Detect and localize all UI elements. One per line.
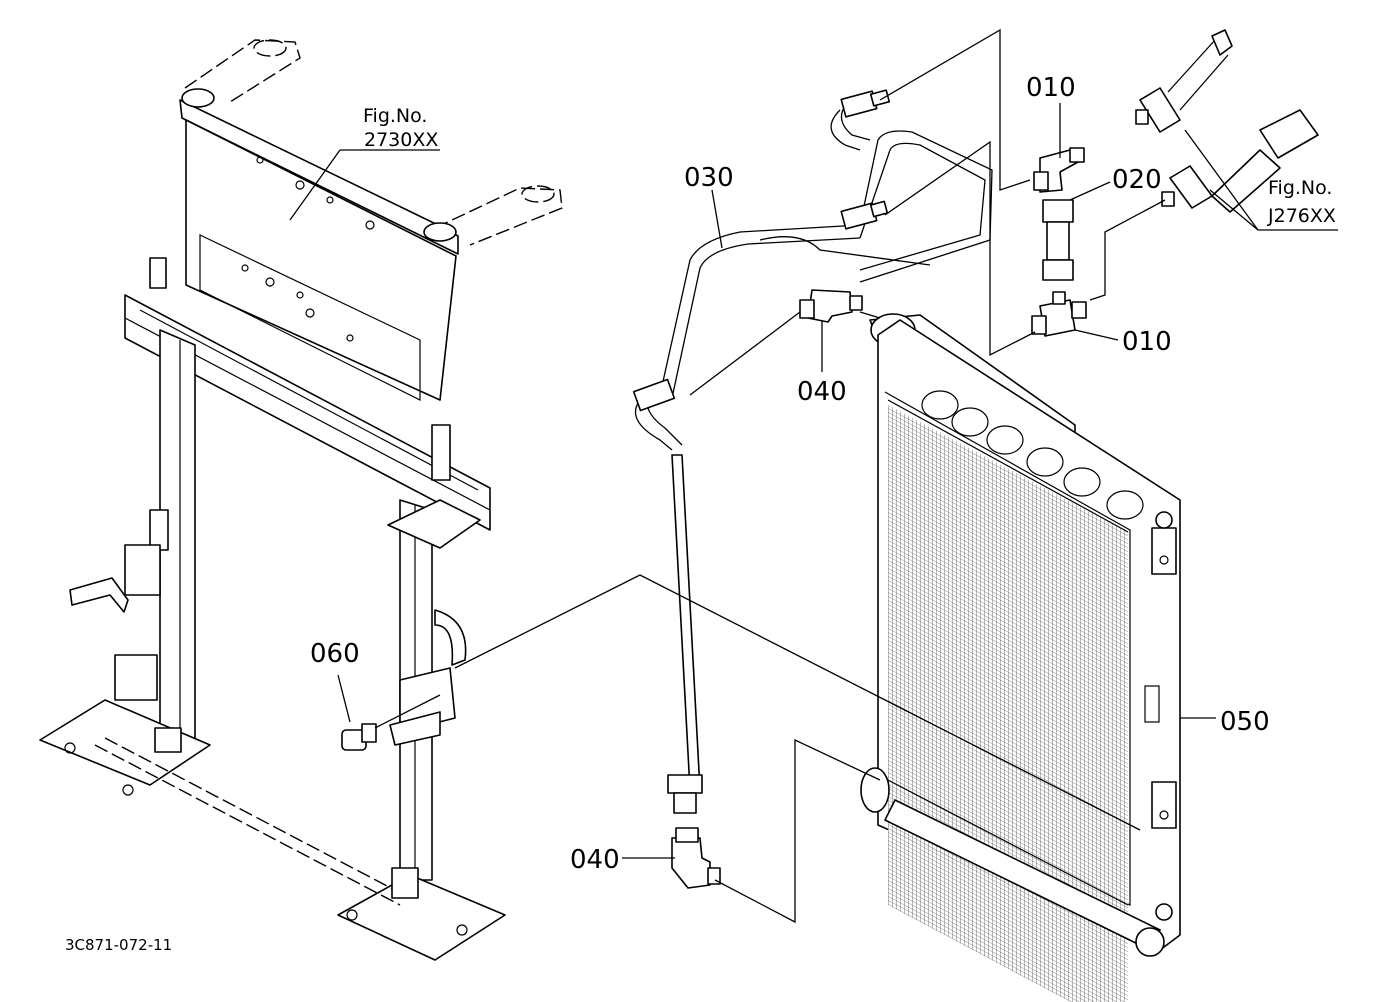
oil-cooler-050 bbox=[860, 313, 1181, 1002]
fig-ref-frame-prefix: Fig.No. bbox=[363, 105, 427, 127]
fig-ref-hose-prefix: Fig.No. bbox=[1268, 177, 1332, 199]
check-valve-020 bbox=[1042, 199, 1074, 281]
tee-010-top bbox=[1033, 147, 1085, 193]
label-010-bottom: 010 bbox=[1122, 327, 1172, 357]
label-040-bottom: 040 bbox=[570, 845, 620, 875]
label-060: 060 bbox=[310, 639, 360, 669]
elbow-040-top bbox=[799, 289, 863, 323]
label-050: 050 bbox=[1220, 707, 1270, 737]
label-030: 030 bbox=[684, 163, 734, 193]
drawing-code: 3C871-072-11 bbox=[65, 936, 172, 954]
pipe-030 bbox=[632, 89, 993, 814]
label-040-top: 040 bbox=[797, 377, 847, 407]
elbow-040-bottom bbox=[671, 827, 721, 889]
fig-ref-hose-code: J276XX bbox=[1267, 205, 1336, 227]
label-010-top: 010 bbox=[1026, 73, 1076, 103]
leader-lines bbox=[289, 28, 1338, 924]
tee-010-bottom bbox=[1031, 291, 1087, 337]
fig-ref-frame-code: 2730XX bbox=[364, 129, 438, 151]
hose-assembly bbox=[1135, 29, 1319, 213]
radiator-frame bbox=[39, 39, 563, 961]
plug-060 bbox=[341, 723, 377, 751]
label-020: 020 bbox=[1112, 165, 1162, 195]
